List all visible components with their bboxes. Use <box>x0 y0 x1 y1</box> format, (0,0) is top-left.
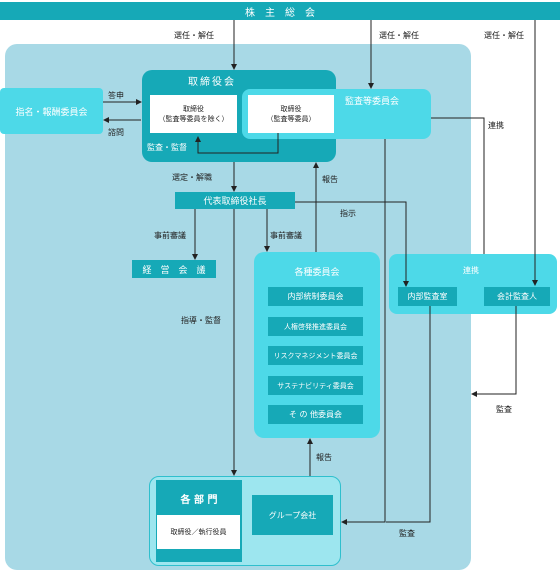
president: 代表取締役社長 <box>175 192 295 209</box>
committee-human-rights: 人権啓発推進委員会 <box>268 317 363 336</box>
committees-title: 各種委員会 <box>294 268 340 278</box>
audit-committee-label: 監査等委員会 <box>345 97 400 107</box>
president-label: 代表取締役社長 <box>203 197 267 207</box>
group-companies: グループ会社 <box>252 495 333 535</box>
shareholders-label: 株 主 総 会 <box>245 7 315 19</box>
audit-label-1: 監査 <box>496 405 512 414</box>
departments-title: 各 部 門 <box>180 495 218 506</box>
officers-box: 取締役／執行役員 <box>157 515 240 549</box>
report-label-1: 報告 <box>322 175 338 184</box>
audit-label-2: 監査 <box>399 529 415 538</box>
management-meeting: 経 営 会 議 <box>132 260 216 278</box>
internal-audit-office: 内部監査室 <box>398 287 457 306</box>
committee-risk-management: リスクマネジメント委員会 <box>268 346 363 365</box>
prior-review-label-1: 事前審議 <box>154 231 186 240</box>
appoint-label-3: 選任・解任 <box>484 31 524 40</box>
shareholders-meeting: 株 主 総 会 <box>0 2 560 20</box>
nomination-label: 指名・報酬委員会 <box>15 107 88 118</box>
accounting-auditor: 会計監査人 <box>484 287 550 306</box>
instruct-label: 指示 <box>340 209 356 218</box>
report-label-2: 報告 <box>316 453 332 462</box>
board-title: 取締役会 <box>188 77 236 88</box>
inquiry-label: 諮問 <box>108 128 124 137</box>
management-meeting-label: 経 営 会 議 <box>142 265 206 276</box>
nomination-committee: 指名・報酬委員会 <box>0 88 103 134</box>
prior-review-label-2: 事前審議 <box>270 231 302 240</box>
guide-supervise-label: 指導・監督 <box>181 316 221 325</box>
director-audit: 取締役 （監査等委員） <box>248 95 334 133</box>
appoint-label-2: 選任・解任 <box>379 31 419 40</box>
board-supervise-label: 監査・監督 <box>147 143 187 152</box>
director-excl-audit: 取締役 （監査等委員を除く） <box>150 95 237 133</box>
committee-others: そ の 他委員会 <box>268 405 363 424</box>
consult-label: 答申 <box>108 91 124 100</box>
committee-sustainability: サステナビリティ委員会 <box>268 376 363 395</box>
select-dismiss-label: 選定・解職 <box>172 173 212 182</box>
appoint-label-1: 選任・解任 <box>174 31 214 40</box>
coordinate-label-1: 連携 <box>488 121 504 130</box>
committee-internal-control: 内部統制委員会 <box>268 287 363 306</box>
coordinate-label-2: 連携 <box>463 266 479 275</box>
